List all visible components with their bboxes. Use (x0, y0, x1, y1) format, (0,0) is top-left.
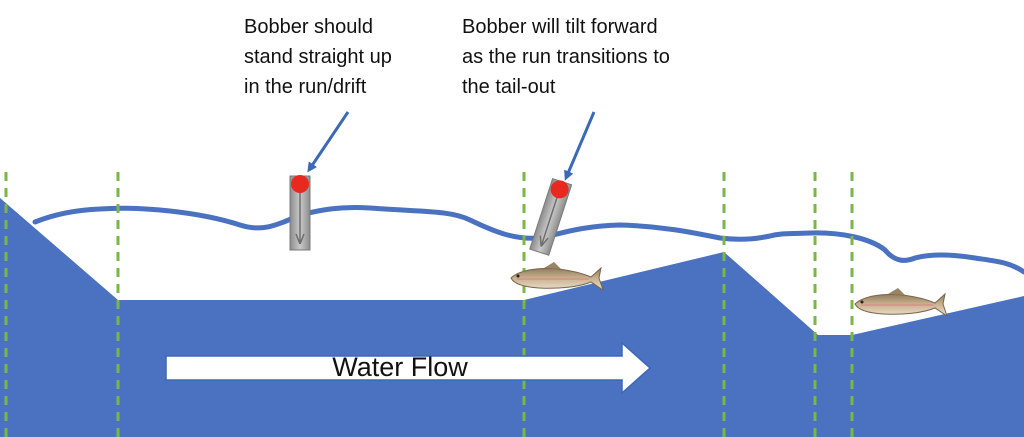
fish-icon (854, 288, 948, 318)
section-dividers (4, 172, 854, 437)
callout-tilted-bobber: Bobber will tilt forward as the run tran… (462, 16, 670, 98)
callout-upright-bobber: Bobber should stand straight up in the r… (244, 16, 392, 98)
bobber-icon (529, 178, 573, 256)
bobber-icon (289, 175, 311, 251)
water-surface-line (32, 205, 1024, 275)
callout-arrow (307, 111, 350, 173)
water-flow-label: Water Flow (332, 352, 468, 382)
callout-arrow (564, 111, 596, 181)
arrow-right-icon (165, 341, 652, 395)
fish-icon (510, 262, 604, 292)
